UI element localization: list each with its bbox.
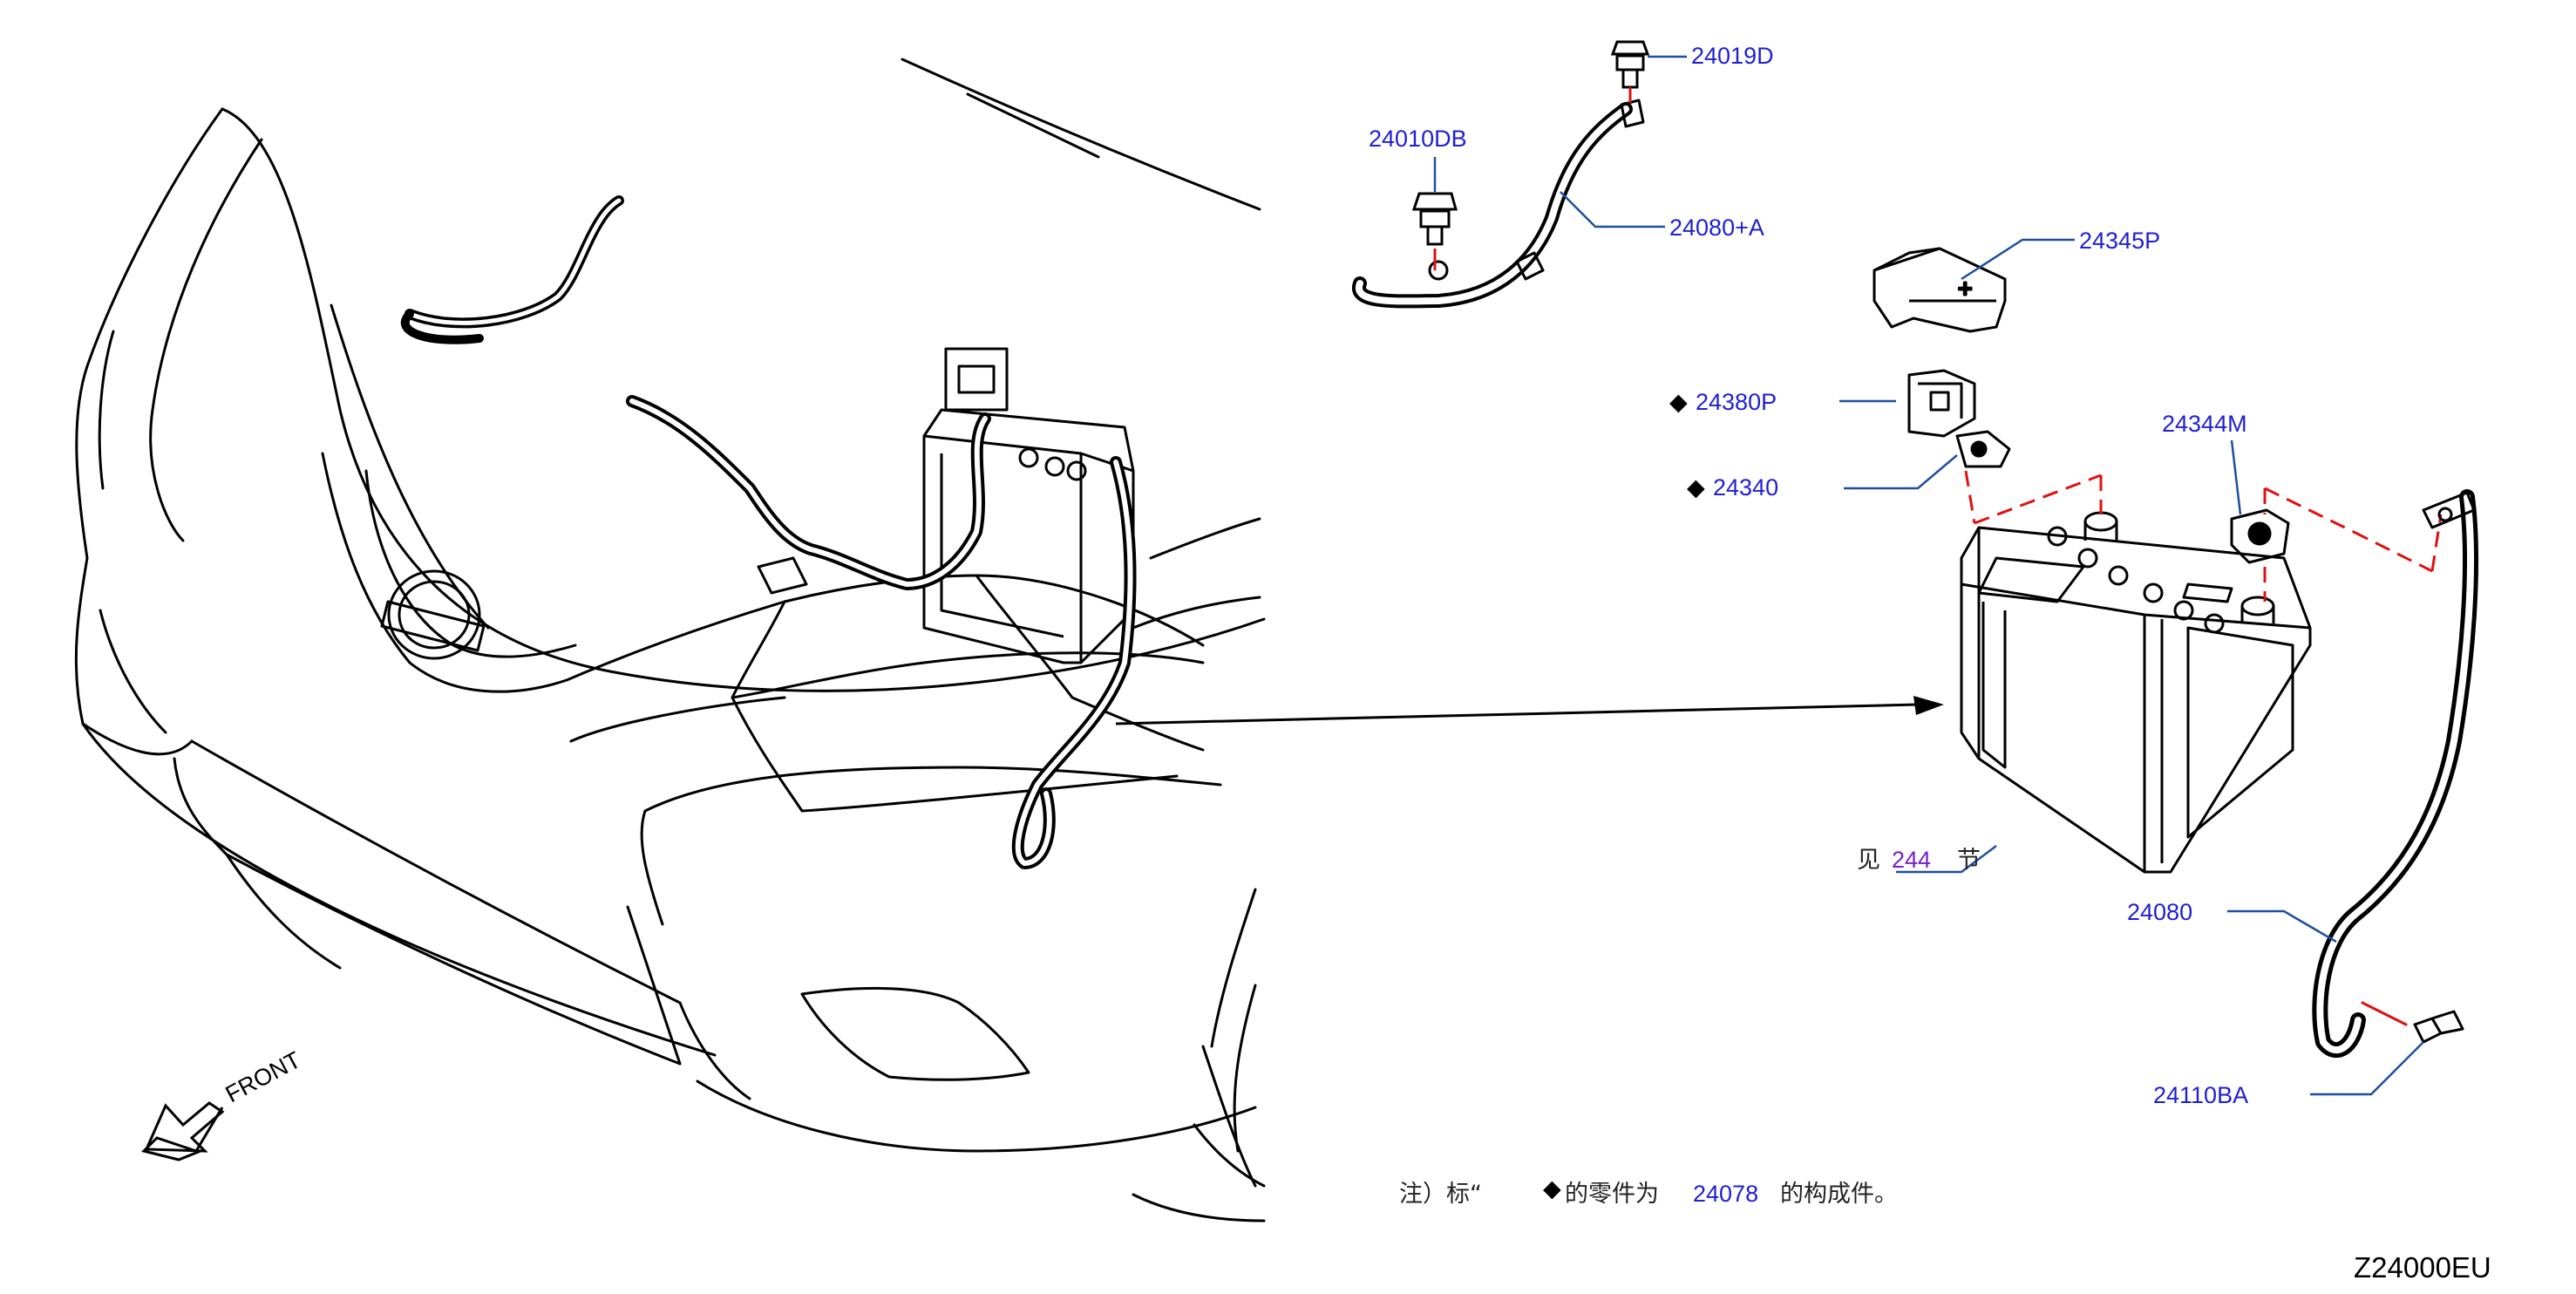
part-labels: 24019D 24010DB 24080+A 24345P ◆ 24380P ◆…	[1369, 43, 2248, 1108]
assembly-dash-lines	[1964, 470, 2443, 602]
see-section-reference: 见 244 节	[1857, 847, 1981, 874]
see-ref-number[interactable]: 244	[1892, 847, 1931, 873]
label-24019D[interactable]: 24019D	[1691, 43, 1774, 69]
note-part-link[interactable]: 24078	[1693, 1181, 1758, 1207]
car-front-illustration	[74, 58, 1266, 1222]
label-24344M[interactable]: 24344M	[2162, 411, 2247, 437]
label-24110BA[interactable]: 24110BA	[2153, 1082, 2248, 1108]
svg-text:+: +	[1957, 278, 1973, 300]
label-24380P[interactable]: 24380P	[1696, 389, 1777, 415]
label-24080A[interactable]: 24080+A	[1669, 215, 1764, 241]
cover-24345p-illustration: +	[1873, 247, 2007, 333]
terminal-24380p-illustration	[1907, 369, 1976, 438]
callout-arrow	[1115, 696, 1944, 725]
note-prefix: 注）标“	[1399, 1181, 1482, 1208]
note-suffix: 的构成件。	[1780, 1181, 1898, 1208]
see-ref-suffix: 节	[1957, 847, 1981, 874]
harness-in-car	[400, 195, 1137, 869]
note-marker: ◆	[1543, 1175, 1561, 1202]
label-24080[interactable]: 24080	[2127, 899, 2192, 925]
label-24010DB[interactable]: 24010DB	[1369, 126, 1467, 152]
diagram-code: Z24000EU	[2354, 1251, 2491, 1284]
front-direction-arrow: FRONT	[141, 1046, 305, 1161]
cable-24080-illustration	[2312, 489, 2479, 1058]
cable-24080a-illustration	[1352, 99, 1645, 309]
note-middle: 的零件为	[1565, 1181, 1659, 1208]
label-24345P[interactable]: 24345P	[2079, 228, 2160, 254]
bolt-24010db-illustration	[1411, 192, 1458, 270]
terminal-24340-illustration	[1955, 430, 2011, 468]
label-24340[interactable]: 24340	[1713, 474, 1778, 501]
see-ref-prefix: 见	[1857, 847, 1880, 874]
marker-24340: ◆	[1687, 474, 1705, 501]
front-label: FRONT	[221, 1046, 305, 1107]
terminal-24344m-illustration	[2230, 508, 2290, 564]
footnote: 注）标“ ◆ 的零件为 24078 的构成件。	[1399, 1175, 1898, 1208]
battery-in-car-illustration	[922, 408, 1135, 664]
bolt-24110ba-illustration	[2413, 1010, 2464, 1044]
battery-illustration	[1960, 511, 2312, 874]
leader-lines	[1433, 55, 2424, 1096]
marker-24380P: ◆	[1669, 389, 1688, 415]
bolt-24019d-illustration	[1610, 40, 1650, 103]
